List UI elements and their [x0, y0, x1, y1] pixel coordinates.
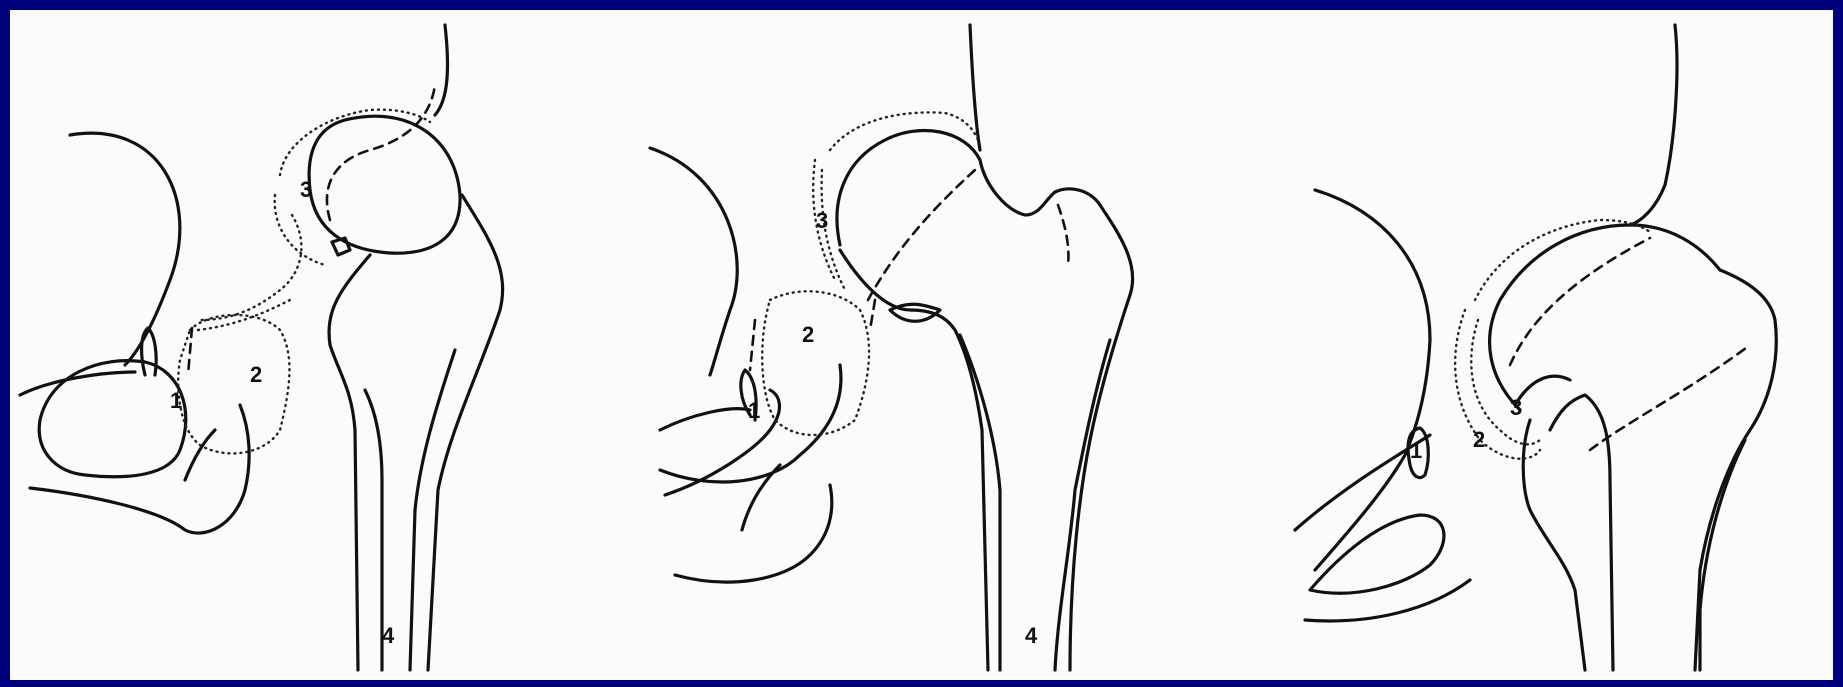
panel-2-label-4: 4 — [1025, 623, 1038, 648]
panel-1-stipple-2 — [275, 195, 325, 265]
panel-3-diagram: 1 2 3 — [1295, 25, 1776, 670]
panel-3-label-1: 1 — [1410, 438, 1422, 463]
panel-1-obturator-foramen — [39, 361, 186, 477]
panel-3-label-3: 3 — [1510, 395, 1522, 420]
panel-2-femur-left — [840, 250, 988, 670]
panel-1-stipple-3 — [200, 215, 301, 320]
panel-1-label-4: 4 — [382, 623, 395, 648]
panel-3-ilium-line — [1630, 25, 1677, 225]
panel-2-label-1: 1 — [748, 398, 760, 423]
panel-3-femur-inner-right — [1700, 440, 1745, 670]
panel-1-femur-inner-left — [365, 390, 382, 670]
hip-drawings: 1 2 3 4 — [10, 10, 1833, 680]
panel-3-pelvis-outline — [1315, 190, 1430, 570]
panel-2-obturator — [665, 390, 779, 495]
panel-3-femur-inner-left — [1523, 420, 1585, 670]
panel-2-neck-dash — [870, 300, 875, 330]
panel-1-epiphysis-line — [327, 85, 435, 220]
panel-3-femur-top — [1695, 270, 1776, 670]
panel-3-neck-inner — [1515, 376, 1570, 405]
panel-2-femur-inner-left — [960, 335, 1000, 670]
panel-1-label-2: 2 — [250, 362, 262, 387]
panel-1-pubis-stub — [142, 328, 157, 375]
panel-2-trochanter-dash — [1058, 205, 1068, 265]
panel-1-femur-inner-right — [410, 350, 455, 670]
panel-3-stipple-1 — [1475, 220, 1650, 300]
panel-1-femur-outer-right — [428, 195, 503, 670]
panel-2-label-3: 3 — [816, 208, 828, 233]
panel-3-label-2: 2 — [1473, 427, 1485, 452]
panel-2-pelvis-outline — [650, 148, 737, 375]
panel-2-label-2: 2 — [802, 322, 814, 347]
panel-2-ischium-upper — [660, 409, 750, 430]
panel-1-label-3: 3 — [300, 177, 312, 202]
panel-1-pelvis-outline — [70, 133, 180, 365]
panel-1-ischium-upper — [20, 372, 135, 395]
panel-3-femoral-head — [1490, 225, 1720, 410]
panel-1-diagram: 1 2 3 4 — [20, 25, 503, 670]
panel-2-diagram: 1 2 3 4 — [650, 25, 1133, 670]
panel-2-ilium-line — [970, 25, 980, 150]
panel-2-ischium — [660, 365, 841, 482]
panel-1-ischium-inner — [185, 430, 215, 480]
panel-1-femur-outer-left — [329, 255, 370, 670]
panel-1-ilium-line — [435, 25, 448, 115]
panel-2-femoral-head — [837, 130, 980, 245]
panel-1-small-notch — [332, 238, 350, 255]
panel-3-neck-dash — [1590, 345, 1750, 450]
panel-3-physis-line — [1510, 238, 1650, 365]
panel-2-neck-top — [980, 160, 1133, 295]
panel-2-inner-line — [742, 465, 780, 530]
panel-2-femur-right — [1070, 295, 1130, 670]
illustration-canvas: 1 2 3 4 — [10, 10, 1833, 680]
panel-1-cartilage-region — [178, 315, 289, 453]
panel-2-physis-line — [868, 170, 975, 300]
panel-1-femoral-head — [309, 116, 460, 253]
panel-2-dashed-vertical — [750, 320, 755, 370]
panel-3-femur-left — [1550, 395, 1613, 670]
panel-1-label-1: 1 — [170, 388, 182, 413]
panel-1-dashed-vertical — [188, 328, 192, 375]
